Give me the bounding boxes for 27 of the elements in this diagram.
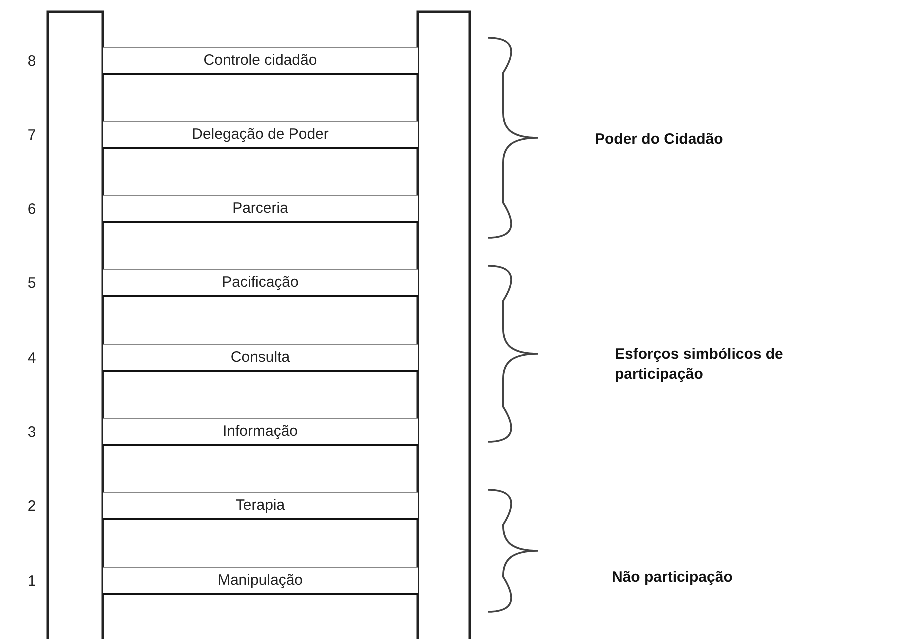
ladder-rung	[103, 195, 418, 223]
group-label: Poder do Cidadão	[595, 130, 724, 150]
rung-label: Controle cidadão	[204, 52, 318, 69]
rung-number: 6	[26, 201, 38, 218]
rung-label: Parceria	[232, 200, 288, 217]
rung-number: 8	[26, 53, 38, 70]
rung-label: Delegação de Poder	[192, 126, 329, 143]
ladder-rung	[103, 567, 418, 595]
rung-label: Consulta	[230, 349, 290, 366]
rung-number: 2	[26, 498, 38, 515]
rung-number: 1	[26, 573, 38, 590]
group-label: Esforços simbólicos de participação	[615, 345, 784, 385]
rung-label: Manipulação	[218, 572, 304, 589]
ladder-rung	[103, 418, 418, 446]
rung-number: 4	[26, 350, 38, 367]
ladder-rung	[103, 121, 418, 149]
rung-number: 5	[26, 275, 38, 292]
ladder-rung	[103, 47, 418, 75]
ladder-rung	[103, 269, 418, 297]
rung-number: 7	[26, 127, 38, 144]
rung-label: Pacificação	[222, 274, 299, 291]
rung-label: Informação	[222, 423, 298, 440]
ladder-rung	[103, 492, 418, 520]
rung-label: Terapia	[236, 497, 286, 514]
group-label: Não participação	[612, 568, 734, 588]
ladder-rung	[103, 344, 418, 372]
rung-number: 3	[26, 424, 38, 441]
